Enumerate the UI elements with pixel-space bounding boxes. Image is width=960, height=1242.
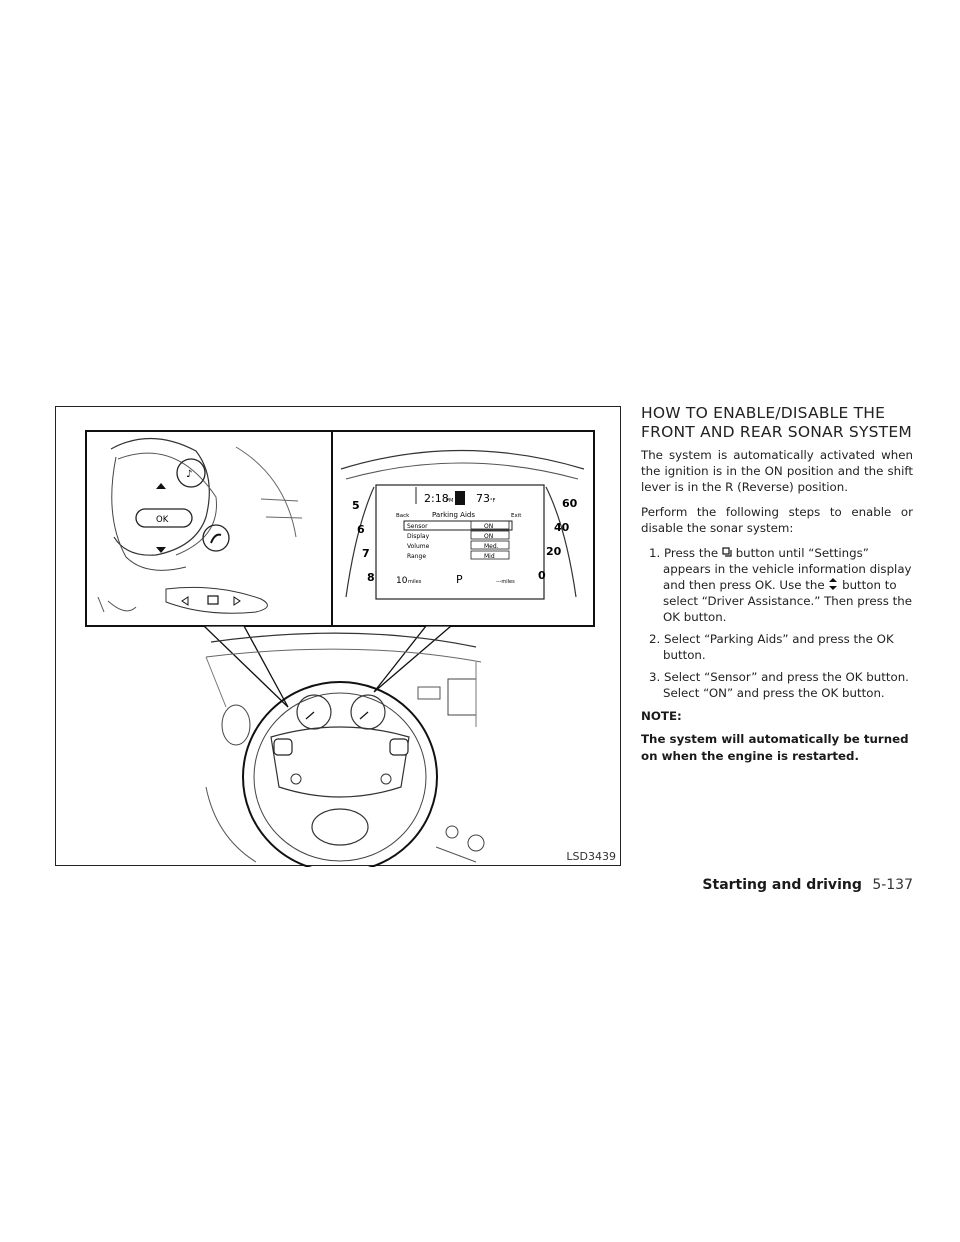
gear-indicator: P bbox=[456, 573, 463, 586]
menu-value-box bbox=[470, 520, 510, 530]
display-button-icon bbox=[207, 595, 219, 605]
svg-text:♪: ♪ bbox=[186, 469, 192, 480]
step-3: 3. Select “Sensor” and press the OK butt… bbox=[649, 670, 909, 700]
speedometer-number: 40 bbox=[554, 521, 570, 534]
step-1: 1. Press the button until “Settings” app… bbox=[649, 546, 912, 624]
note-label: NOTE: bbox=[641, 709, 682, 723]
tachometer-number: 8 bbox=[367, 571, 375, 584]
speedometer-number: 0 bbox=[538, 569, 546, 582]
temperature-readout: 73 bbox=[476, 492, 490, 505]
phone-button-icon bbox=[202, 524, 230, 552]
steering-and-display-illustration: ♪ OK 2:18 PM 73 °F Back Parking Aids Exi… bbox=[85, 430, 595, 867]
sensor-row-highlight bbox=[403, 520, 513, 531]
menu-item-label: Display bbox=[407, 533, 430, 540]
heading-line-2: FRONT AND REAR SONAR SYSTEM bbox=[641, 423, 912, 441]
steering-wheel-rim bbox=[242, 681, 438, 867]
step-2: 2. Select “Parking Aids” and press the O… bbox=[649, 632, 894, 662]
menu-item-label: Volume bbox=[407, 543, 430, 550]
fuel-range-readout: ---miles bbox=[496, 579, 515, 585]
lead-paragraph: Perform the following steps to enable or… bbox=[641, 505, 913, 535]
display-button-icon bbox=[722, 547, 732, 557]
arrow-left-icon bbox=[181, 596, 189, 606]
menu-item-label: Range bbox=[407, 553, 426, 560]
menu-value-box bbox=[470, 550, 510, 560]
menu-value-box bbox=[470, 530, 510, 540]
svg-text:PM: PM bbox=[446, 498, 453, 504]
arrow-right-icon bbox=[233, 596, 241, 606]
menu-item-value: ON bbox=[484, 523, 493, 530]
footer-section: Starting and driving bbox=[702, 877, 862, 893]
svg-text:miles: miles bbox=[408, 579, 422, 585]
callout-switch bbox=[202, 625, 289, 708]
text-column: HOW TO ENABLE/DISABLE THE FRONT AND REAR… bbox=[641, 404, 913, 765]
ok-switch-icon bbox=[135, 508, 193, 528]
tachometer-number: 7 bbox=[362, 547, 370, 560]
speedometer-number: 20 bbox=[546, 545, 562, 558]
section-heading: HOW TO ENABLE/DISABLE THE FRONT AND REAR… bbox=[641, 404, 913, 442]
left-air-vent bbox=[221, 704, 251, 746]
steps-list: 1. Press the button until “Settings” app… bbox=[641, 545, 913, 701]
menu-item-value: ON bbox=[484, 533, 493, 540]
menu-item-value: Med. bbox=[484, 543, 499, 550]
lamp-indicator-icon bbox=[455, 491, 465, 505]
range-readout: 10 bbox=[396, 576, 408, 586]
display-title: Parking Aids bbox=[432, 511, 475, 519]
tachometer-number: 6 bbox=[357, 523, 365, 536]
center-screen bbox=[447, 678, 477, 716]
clock-readout: 2:18 bbox=[424, 492, 449, 505]
ok-switch-label: OK bbox=[156, 515, 169, 525]
tachometer-number: 5 bbox=[352, 499, 360, 512]
voice-button-icon bbox=[176, 458, 206, 488]
svg-text:°F: °F bbox=[490, 498, 496, 504]
menu-item-value: Mid bbox=[484, 553, 495, 560]
menu-value-box bbox=[470, 540, 510, 550]
right-switch-cluster bbox=[389, 738, 409, 756]
intro-paragraph: The system is automatically activated wh… bbox=[641, 448, 913, 494]
arrow-up-icon bbox=[156, 483, 166, 489]
figure-code: LSD3439 bbox=[566, 850, 616, 863]
heading-line-1: HOW TO ENABLE/DISABLE THE bbox=[641, 404, 886, 422]
callout-display bbox=[373, 625, 453, 693]
menu-item-label: Sensor bbox=[407, 523, 428, 530]
footer-page-number: 5-137 bbox=[872, 877, 913, 893]
note-text: The system will automatically be turned … bbox=[641, 732, 909, 763]
left-switch-cluster bbox=[273, 738, 293, 756]
back-label: Back bbox=[396, 513, 410, 519]
speedometer-number: 60 bbox=[562, 497, 578, 510]
up-down-arrow-icon bbox=[829, 578, 838, 590]
arrow-down-icon bbox=[156, 547, 166, 553]
page-footer: Starting and driving 5-137 bbox=[702, 877, 913, 893]
exit-label: Exit bbox=[511, 513, 522, 519]
illustration-figure: ♪ OK 2:18 PM 73 °F Back Parking Aids Exi… bbox=[55, 406, 621, 867]
